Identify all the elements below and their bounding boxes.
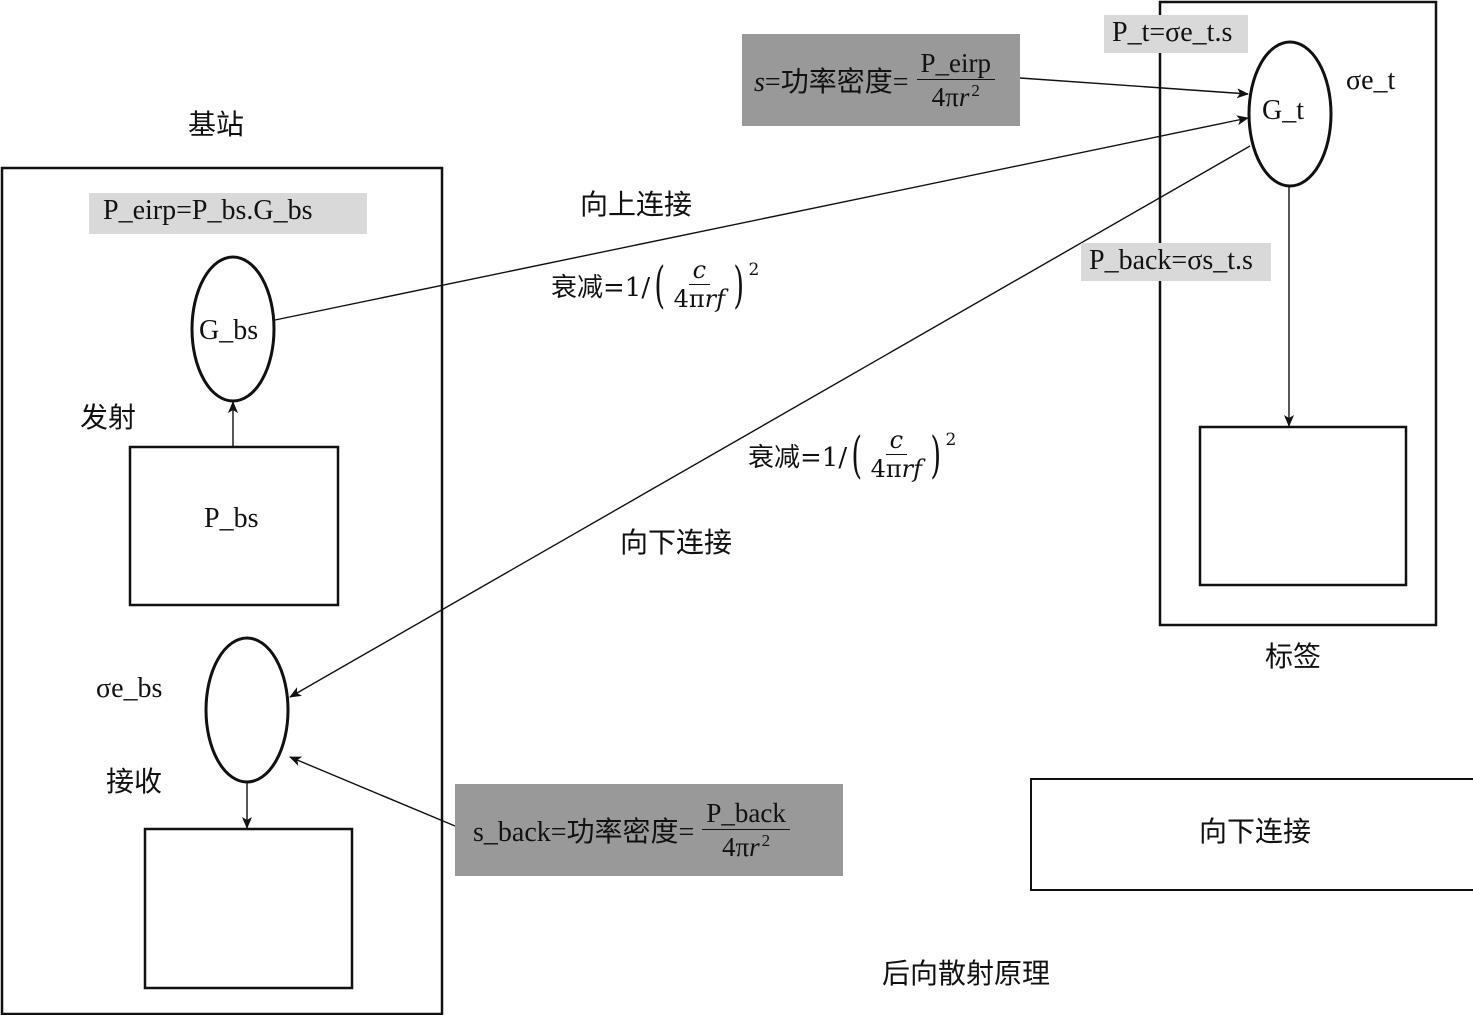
downlink-attenuation-exponent: 2 bbox=[945, 430, 957, 450]
downlink-label: 向下连接 bbox=[620, 526, 733, 559]
back-density-numerator: P_back bbox=[702, 799, 790, 830]
back-density-arrow bbox=[289, 756, 456, 827]
receiver-box bbox=[143, 827, 354, 990]
power-density-den-pre: 4π bbox=[931, 81, 959, 112]
uplink-attenuation: 衰减=1/ ( c 4πrf ) 2 bbox=[551, 256, 760, 315]
tag-chip-box bbox=[1198, 425, 1408, 587]
tag-frame bbox=[1158, 0, 1438, 627]
figure-caption: 后向散射原理 bbox=[882, 957, 1051, 990]
base-station-title: 基站 bbox=[188, 108, 245, 141]
rx-antenna-label: σe_bs bbox=[96, 673, 163, 704]
power-density-symbol: s bbox=[754, 67, 765, 98]
downlink-attenuation-den-pre: 4π bbox=[870, 455, 902, 484]
pt-formula: P_t=σe_t.s bbox=[1104, 15, 1248, 53]
power-density-arrow bbox=[1019, 77, 1249, 99]
uplink-attenuation-fraction: c 4πrf bbox=[670, 257, 729, 312]
uplink-close-paren-icon: ) bbox=[733, 256, 745, 315]
uplink-attenuation-numerator: c bbox=[688, 257, 711, 286]
rx-antenna-ellipse bbox=[204, 636, 290, 784]
base-station-frame bbox=[0, 166, 444, 1015]
power-density-text: =功率密度= bbox=[764, 67, 909, 98]
power-block-box bbox=[128, 445, 340, 607]
power-density-den-exp: 2 bbox=[971, 80, 980, 100]
uplink-attenuation-den-pre: 4π bbox=[673, 285, 705, 314]
uplink-arrow bbox=[274, 115, 1249, 321]
power-density-numerator: P_eirp bbox=[916, 49, 995, 80]
eirp-formula: P_eirp=P_bs.G_bs bbox=[89, 193, 367, 234]
back-density-den-var: r bbox=[749, 831, 760, 862]
transmit-label: 发射 bbox=[80, 401, 137, 434]
back-density-prefix: s_back=功率密度= bbox=[473, 817, 695, 848]
back-formula: P_back=σs_t.s bbox=[1081, 243, 1271, 281]
uplink-attenuation-prefix: 衰减=1/ bbox=[551, 272, 651, 303]
tx-antenna-label: G_bs bbox=[199, 315, 259, 346]
uplink-open-paren-icon: ( bbox=[654, 256, 666, 315]
uplink-attenuation-den-var: rf bbox=[704, 285, 726, 314]
downlink-attenuation: 衰减=1/ ( c 4πrf ) 2 bbox=[748, 426, 957, 485]
tag-antenna-ellipse bbox=[1247, 40, 1333, 188]
uplink-attenuation-exponent: 2 bbox=[748, 260, 760, 280]
uplink-label: 向上连接 bbox=[580, 188, 693, 221]
back-density-den-exp: 2 bbox=[761, 830, 771, 850]
downlink-attenuation-den-var: rf bbox=[901, 455, 923, 484]
legend-box bbox=[1030, 778, 1473, 891]
back-density-den-pre: 4π bbox=[722, 831, 750, 862]
downlink-arrow bbox=[289, 145, 1251, 698]
downlink-attenuation-numerator: c bbox=[885, 427, 908, 456]
tag-caption: 标签 bbox=[1265, 640, 1322, 673]
power-block-label: P_bs bbox=[204, 503, 259, 534]
receive-label: 接收 bbox=[106, 765, 163, 798]
legend-box-label: 向下连接 bbox=[1199, 815, 1312, 848]
downlink-open-paren-icon: ( bbox=[851, 426, 863, 485]
downlink-attenuation-prefix: 衰减=1/ bbox=[748, 442, 848, 473]
uplink-attenuation-denominator: 4πrf bbox=[670, 285, 729, 312]
downlink-attenuation-denominator: 4πrf bbox=[867, 455, 926, 482]
power-density-den-var: r bbox=[958, 81, 970, 112]
tag-antenna-label: G_t bbox=[1262, 95, 1304, 126]
downlink-close-paren-icon: ) bbox=[930, 426, 942, 485]
tag-cross-section-label: σe_t bbox=[1346, 65, 1396, 96]
downlink-attenuation-fraction: c 4πrf bbox=[867, 427, 926, 482]
power-density-prefix: s=功率密度= bbox=[754, 60, 909, 100]
